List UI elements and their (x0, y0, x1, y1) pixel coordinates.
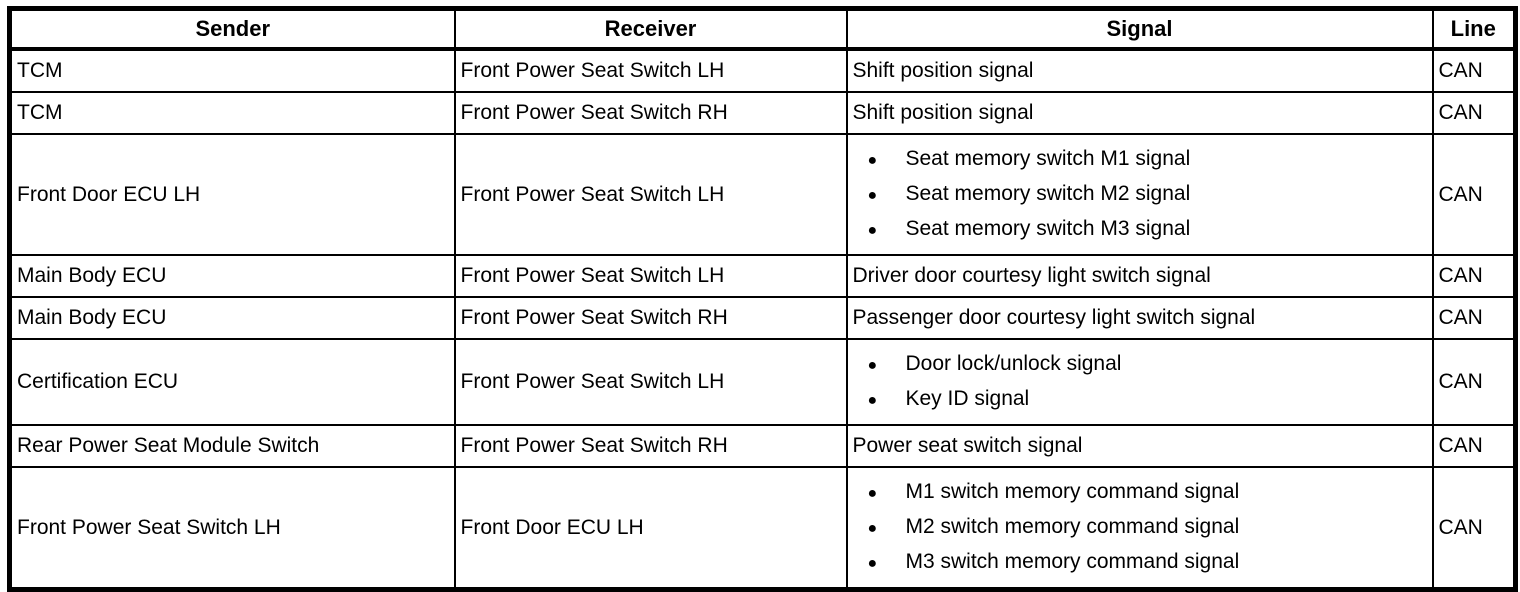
receiver-cell: Front Power Seat Switch LH (453, 133, 848, 256)
signal-list: ● M1 switch memory command signal ● M2 swit… (853, 475, 1427, 580)
signal-list-item: ● M1 switch memory command signal (853, 475, 1427, 510)
bullet-icon: ● (867, 222, 878, 239)
signal-text: Seat memory switch M2 signal (905, 182, 1191, 205)
signal-text: Passenger door courtesy light switch sig… (852, 306, 1256, 329)
sender-cell: Front Door ECU LH (8, 133, 456, 256)
signal-list-item: ● Seat memory switch M2 signal (853, 177, 1427, 212)
signal-list-item: ● Key ID signal (853, 382, 1427, 417)
bullet-icon: ● (867, 555, 878, 572)
signal-cell: ● Seat memory switch M1 signal ● Seat memor… (845, 133, 1434, 256)
header-row: Sender Receiver Signal Line (8, 7, 1517, 51)
signal-cell: ● M1 switch memory command signal ● M2 swit… (845, 466, 1434, 591)
receiver-cell: Front Door ECU LH (453, 466, 848, 591)
signal-list-item: ● Door lock/unlock signal (853, 347, 1427, 382)
sender-cell: Main Body ECU (8, 296, 456, 340)
receiver-cell: Front Power Seat Switch RH (453, 91, 848, 135)
signal-text: Door lock/unlock signal (905, 352, 1122, 375)
signal-text: M2 switch memory command signal (905, 515, 1240, 538)
receiver-cell: Front Power Seat Switch RH (453, 424, 848, 468)
line-cell: CAN (1431, 338, 1517, 426)
sender-cell: Certification ECU (8, 338, 456, 426)
signal-text: Driver door courtesy light switch signal (852, 264, 1211, 287)
signal-list-item: ● Seat memory switch M3 signal (853, 212, 1427, 247)
signal-text: Key ID signal (905, 387, 1030, 410)
receiver-cell: Front Power Seat Switch LH (453, 254, 848, 298)
signal-text: Power seat switch signal (852, 434, 1083, 457)
line-cell: CAN (1431, 296, 1517, 340)
receiver-cell: Front Power Seat Switch RH (453, 296, 848, 340)
signal-list-item: ● M3 switch memory command signal (853, 545, 1427, 580)
bullet-icon: ● (867, 187, 878, 204)
signal-list: ● Seat memory switch M1 signal ● Seat memor… (853, 142, 1427, 247)
bullet-icon: ● (867, 152, 878, 169)
line-cell: CAN (1431, 254, 1517, 298)
sender-cell: Main Body ECU (8, 254, 456, 298)
col-header-receiver: Receiver (453, 7, 848, 51)
receiver-cell: Front Power Seat Switch LH (453, 338, 848, 426)
signal-cell: Driver door courtesy light switch signal (845, 254, 1434, 298)
line-cell: CAN (1431, 424, 1517, 468)
signal-list: ● Door lock/unlock signal ● Key ID signal (853, 347, 1427, 417)
receiver-cell: Front Power Seat Switch LH (453, 48, 848, 93)
signal-text: Seat memory switch M1 signal (905, 147, 1191, 170)
sender-cell: TCM (8, 48, 456, 93)
signal-cell: Shift position signal (845, 91, 1434, 135)
col-header-line: Line (1431, 7, 1517, 51)
signal-text: Shift position signal (852, 59, 1034, 82)
sender-cell: Rear Power Seat Module Switch (8, 424, 456, 468)
signal-list-item: ● Seat memory switch M1 signal (853, 142, 1427, 177)
signal-list-item: ● M2 switch memory command signal (853, 510, 1427, 545)
signal-text: M3 switch memory command signal (905, 550, 1240, 573)
sender-cell: Front Power Seat Switch LH (8, 466, 456, 591)
signal-cell: Passenger door courtesy light switch sig… (845, 296, 1434, 340)
line-cell: CAN (1431, 466, 1517, 591)
signal-cell: Power seat switch signal (845, 424, 1434, 468)
signal-cell: ● Door lock/unlock signal ● Key ID signal (845, 338, 1434, 426)
bullet-icon: ● (867, 392, 878, 409)
col-header-sender: Sender (8, 7, 456, 51)
signal-text: M1 switch memory command signal (905, 480, 1240, 503)
line-cell: CAN (1431, 48, 1517, 93)
bullet-icon: ● (867, 485, 878, 502)
bullet-icon: ● (867, 357, 878, 374)
signal-text: Shift position signal (852, 101, 1034, 124)
line-cell: CAN (1431, 91, 1517, 135)
col-header-signal: Signal (845, 7, 1434, 51)
sender-cell: TCM (8, 91, 456, 135)
bullet-icon: ● (867, 520, 878, 537)
signal-text: Seat memory switch M3 signal (905, 217, 1191, 240)
line-cell: CAN (1431, 133, 1517, 256)
signal-cell: Shift position signal (845, 48, 1434, 93)
